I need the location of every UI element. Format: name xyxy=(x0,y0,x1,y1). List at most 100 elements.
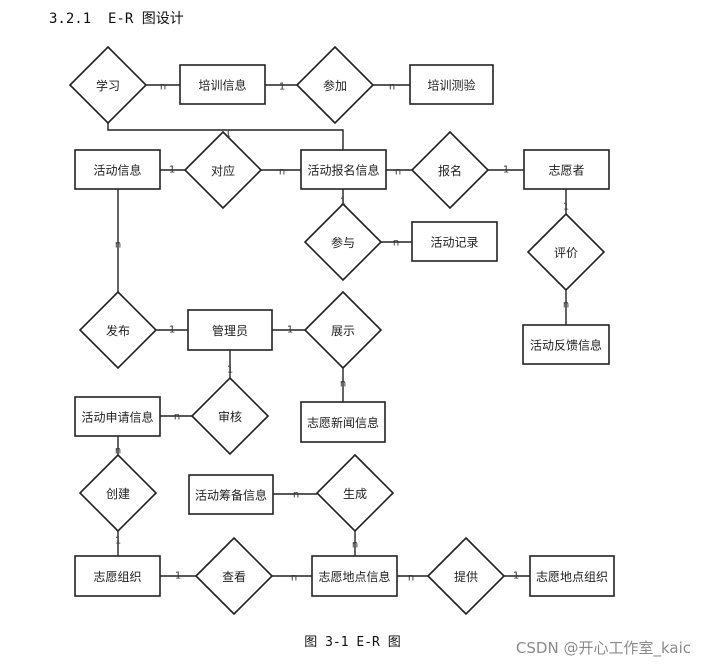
label-register: 报名 xyxy=(438,163,462,178)
label-study: 学习 xyxy=(96,78,120,93)
entity-box xyxy=(522,324,610,365)
cardinality-many: n xyxy=(115,240,121,251)
relationship-diamond xyxy=(183,130,263,210)
label-publish: 发布 xyxy=(106,323,130,338)
relationship-register: 报名 xyxy=(410,130,490,210)
relationship-participate: 参与 xyxy=(303,202,383,282)
entity-volunteer-news-info: 志愿新闻信息 xyxy=(300,401,386,443)
entity-activity-record: 活动记录 xyxy=(411,221,498,262)
entity-box xyxy=(187,309,273,351)
entity-box xyxy=(529,555,615,597)
cardinality-many: n xyxy=(291,573,297,584)
cardinality-one: 1 xyxy=(340,197,346,208)
label-volunteer_news_info: 志愿新闻信息 xyxy=(307,415,379,430)
entity-volunteer-org: 志愿组织 xyxy=(74,555,161,597)
label-training_test: 培训测验 xyxy=(427,78,475,93)
label-participate: 参与 xyxy=(331,235,355,250)
cardinality-many: n xyxy=(174,412,180,423)
cardinality-many: n xyxy=(393,238,399,249)
relationship-study: 学习 xyxy=(68,45,148,125)
entity-volunteer: 志愿者 xyxy=(523,149,610,190)
relationship-diamond xyxy=(68,45,148,125)
section-heading: 3.2.1 E-R 图设计 xyxy=(49,11,184,27)
cardinality-many: n xyxy=(352,540,358,551)
label-activity_feedback_info: 活动反馈信息 xyxy=(530,338,602,353)
relationship-diamond xyxy=(526,212,606,292)
entity-box xyxy=(300,401,386,443)
label-activity_signup_info: 活动报名信息 xyxy=(307,163,379,178)
label-correspond: 对应 xyxy=(211,163,235,178)
relationship-evaluate: 评价 xyxy=(526,212,606,292)
label-admin: 管理员 xyxy=(212,323,248,338)
cardinality-many: n xyxy=(389,82,395,93)
relationship-diamond xyxy=(303,290,383,370)
cardinality-one: 1 xyxy=(115,536,121,547)
entity-activity-signup-info: 活动报名信息 xyxy=(300,149,387,190)
relationship-diamond xyxy=(78,290,158,370)
relationship-provide: 提供 xyxy=(426,536,506,616)
label-join: 参加 xyxy=(323,78,347,93)
entity-training-info: 培训信息 xyxy=(179,64,266,105)
cardinality-one: 1 xyxy=(227,365,233,376)
label-training_info: 培训信息 xyxy=(198,78,246,93)
entity-box xyxy=(188,474,274,515)
label-activity_record: 活动记录 xyxy=(430,236,478,250)
relationship-diamond xyxy=(194,536,274,616)
relationship-diamond xyxy=(410,130,490,210)
cardinality-one: 1 xyxy=(169,325,175,336)
entity-activity-preparation-info: 活动筹备信息 xyxy=(188,474,274,515)
cardinality-one: 1 xyxy=(287,325,293,336)
cardinality-many: n xyxy=(395,167,401,178)
entity-volunteer-site-info: 志愿地点信息 xyxy=(311,555,398,597)
figure-caption: 图 3-1 E-R 图 xyxy=(304,635,401,650)
cardinality-many: n xyxy=(408,573,414,584)
cardinality-one: 1 xyxy=(175,571,181,582)
label-provide: 提供 xyxy=(454,569,478,584)
entity-box xyxy=(409,64,494,105)
entity-box xyxy=(74,555,161,597)
csdn-watermark: CSDN @开心工作室_kaic xyxy=(515,639,691,657)
entity-box xyxy=(523,149,610,190)
entity-box xyxy=(179,64,266,105)
relationship-diamond xyxy=(295,45,375,125)
cardinality-many: n xyxy=(293,490,299,501)
label-activity_application_info: 活动申请信息 xyxy=(81,410,153,425)
relationship-publish: 发布 xyxy=(78,290,158,370)
entity-box xyxy=(411,221,498,262)
label-activity_preparation_info: 活动筹备信息 xyxy=(195,488,267,503)
relationship-diamond xyxy=(426,536,506,616)
relationship-diamond xyxy=(78,453,158,533)
cardinality-many: n xyxy=(279,167,285,178)
label-display: 展示 xyxy=(331,324,355,338)
entity-training-test: 培训测验 xyxy=(409,64,494,105)
relationship-display: 展示 xyxy=(303,290,383,370)
entity-box xyxy=(74,396,161,437)
label-evaluate: 评价 xyxy=(554,246,578,260)
label-volunteer_org: 志愿组织 xyxy=(93,570,141,584)
label-review: 审核 xyxy=(218,409,242,424)
entity-admin: 管理员 xyxy=(187,309,273,351)
label-generate: 生成 xyxy=(343,487,367,501)
er-diagram: 培训信息培训测验活动信息活动报名信息志愿者活动记录活动反馈信息管理员志愿新闻信息… xyxy=(68,45,615,616)
cardinality-one: 1 xyxy=(169,165,175,176)
cardinality-one: 1 xyxy=(225,129,231,140)
label-volunteer: 志愿者 xyxy=(548,164,584,178)
relationship-review: 审核 xyxy=(190,376,270,456)
relationship-diamond xyxy=(190,376,270,456)
cardinality-one: 1 xyxy=(563,202,569,213)
relationship-diamond xyxy=(303,202,383,282)
cardinality-one: 1 xyxy=(279,82,285,93)
relationship-generate: 生成 xyxy=(315,453,395,533)
entity-activity-feedback-info: 活动反馈信息 xyxy=(522,324,610,365)
entity-volunteer-site-org: 志愿地点组织 xyxy=(529,555,615,597)
label-view: 查看 xyxy=(222,570,246,584)
cardinality-many: n xyxy=(160,82,166,93)
connector-line xyxy=(107,123,344,150)
cardinality-one: 1 xyxy=(503,165,509,176)
entity-box xyxy=(74,149,161,190)
relationship-join: 参加 xyxy=(295,45,375,125)
label-volunteer_site_org: 志愿地点组织 xyxy=(536,570,608,584)
cardinality-one: 1 xyxy=(513,571,519,582)
relationship-diamond xyxy=(315,453,395,533)
